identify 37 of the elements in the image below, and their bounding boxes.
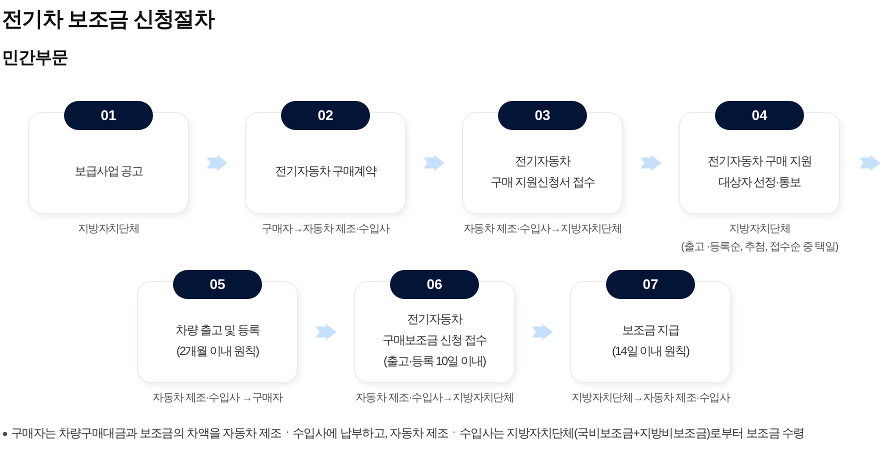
actor-label: 자동차 제조·수입사→지방자치단체 bbox=[463, 222, 622, 237]
step-number-badge: 06 bbox=[390, 270, 479, 299]
step-text: 전기자동차 구매계약 bbox=[274, 163, 376, 180]
actor-label: 자동차 제조·수입사→지방자치단체 bbox=[355, 391, 514, 406]
step-number-badge: 07 bbox=[606, 270, 695, 299]
step-text: 전기자동차 구매 지원 bbox=[708, 152, 812, 170]
note-text: 구매자는 차량구매대금과 보조금의 차액을 자동차 제조ㆍ수입사에 납부하고, 자동차 제조ㆍ수입사는 지방자치단체(국비보조금+지방비보조금)로부터 보조금 수령 bbox=[11, 425, 804, 442]
step-text: 구매 지원신청서 접수 bbox=[490, 174, 594, 190]
title: 전기차 보조금 신청절차 bbox=[2, 7, 214, 33]
arrow bbox=[532, 324, 553, 340]
arrow bbox=[206, 154, 228, 172]
step-text: 보조금 지급 bbox=[622, 322, 680, 338]
step-text: 전기자동차 bbox=[515, 152, 570, 170]
step-text: 구매보조금 신청 접수 bbox=[382, 332, 486, 349]
section-heading: 민간부문 bbox=[2, 47, 68, 69]
step-number-badge: 03 bbox=[498, 101, 587, 130]
arrow bbox=[860, 154, 880, 172]
step-number-badge: 02 bbox=[281, 101, 370, 130]
step-text: 대상자 선정·통보 bbox=[718, 174, 801, 190]
step-text: (출고·등록 10일 이내) bbox=[383, 353, 486, 370]
arrow bbox=[316, 324, 336, 340]
step-text: 차량 출고 및 등록 bbox=[175, 322, 260, 338]
actor-label: 자동차 제조·수입사 →구매자 bbox=[152, 391, 282, 406]
actor-label: (출고 ·등록순, 추첨, 접수순 중 택일) bbox=[681, 240, 838, 255]
step-number-badge: 01 bbox=[64, 101, 153, 130]
step-text: 보급사업 공고 bbox=[74, 163, 143, 180]
arrow bbox=[424, 154, 444, 172]
step-text: (2개월 이내 원칙) bbox=[176, 342, 259, 360]
step-number-badge: 04 bbox=[715, 101, 804, 130]
actor-label: 지방자치단체 bbox=[78, 222, 140, 237]
step-number-badge: 05 bbox=[173, 270, 262, 299]
arrow bbox=[640, 154, 662, 172]
actor-label: 구매자→자동차 제조·수입사 bbox=[262, 222, 390, 237]
step-text: 전기자동차 bbox=[407, 311, 462, 328]
actor-label: 지방자치단체→자동차 제조·수입사 bbox=[571, 391, 730, 406]
step-text: (14일 이내 원칙) bbox=[612, 342, 689, 360]
actor-label: 지방자치단체 bbox=[728, 222, 790, 237]
